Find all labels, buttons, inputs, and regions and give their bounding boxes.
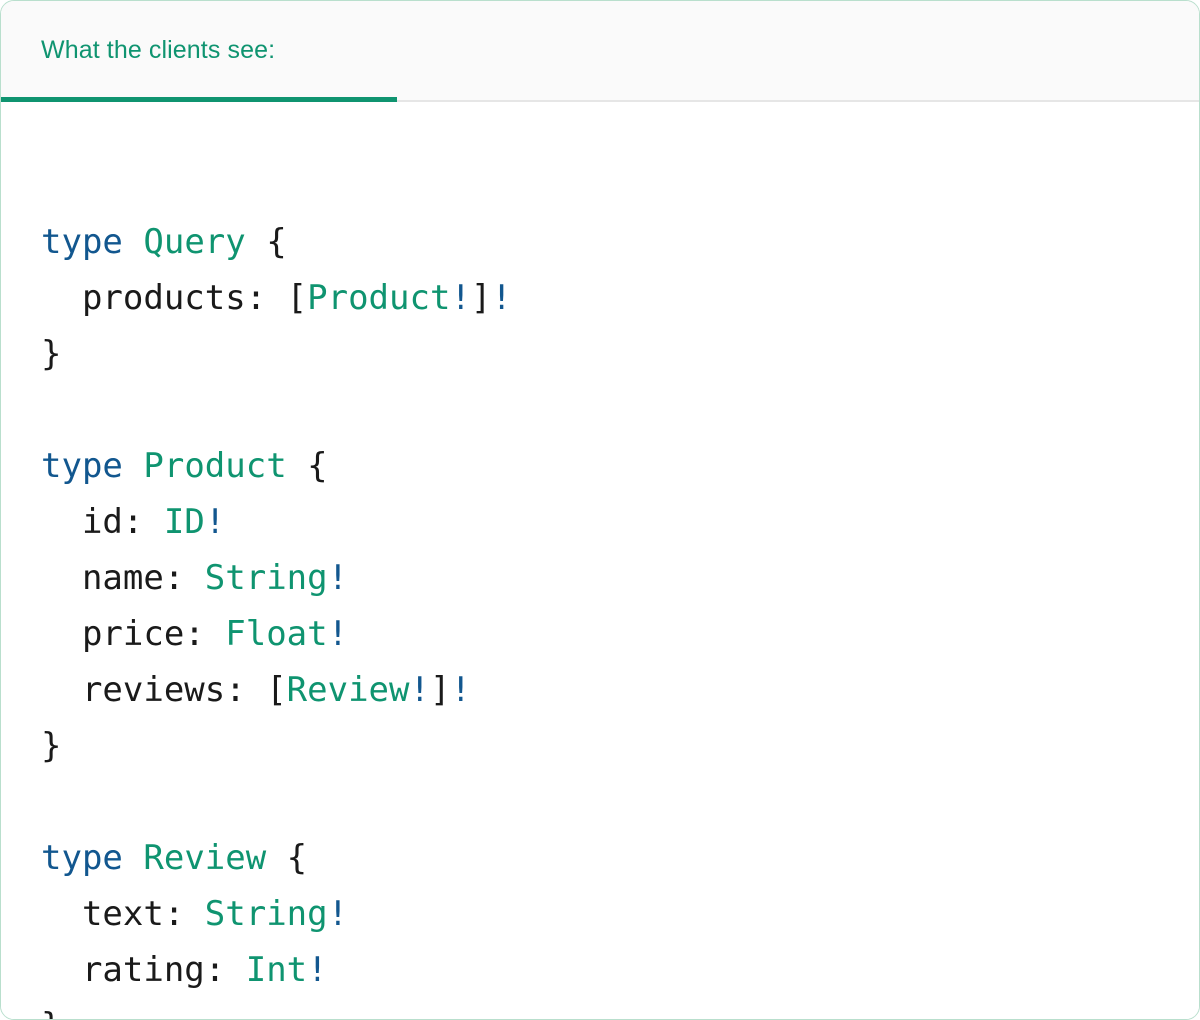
code-token-punc: [143, 502, 163, 542]
code-token-bang: !: [450, 278, 471, 318]
code-token-field: rating:: [81, 950, 226, 990]
code-token-punc: }: [41, 334, 62, 374]
code-token-bang: !: [491, 278, 512, 318]
code-token-punc: }: [41, 1006, 61, 1019]
code-token-bang: !: [327, 894, 349, 934]
code-token-punc: ]: [470, 278, 492, 318]
code-token-punc: [: [266, 278, 308, 318]
code-token-field: text:: [81, 894, 185, 934]
code-token-type: Int: [245, 950, 308, 990]
code-line: }: [41, 718, 1199, 774]
code-line: type Product {: [41, 438, 1199, 494]
code-token-bang: !: [307, 950, 328, 990]
code-line: price: Float!: [41, 606, 1199, 662]
code-token-type: Float: [225, 614, 328, 654]
code-token-punc: [225, 950, 245, 990]
code-indent: [41, 894, 82, 934]
tab-strip: What the clients see:: [1, 1, 1199, 102]
code-token-field: id:: [81, 502, 144, 542]
code-token-punc: ]: [429, 670, 451, 710]
code-line: }: [41, 326, 1199, 382]
code-token-punc: [184, 894, 204, 934]
code-token-punc: [123, 838, 143, 878]
tab-what-the-clients-see[interactable]: What the clients see:: [1, 1, 397, 100]
code-indent: [41, 950, 82, 990]
code-token-field: products:: [81, 278, 267, 318]
code-token-punc: [123, 222, 143, 262]
code-token-type: ID: [163, 502, 205, 542]
code-token-field: price:: [81, 614, 205, 654]
code-line: type Query {: [41, 214, 1199, 270]
code-line: [41, 382, 1199, 438]
code-indent: [41, 502, 82, 542]
code-token-type: String: [204, 558, 328, 598]
code-indent: [41, 278, 82, 318]
graphql-schema-code: type Query { products: [Product!]!} type…: [41, 214, 1199, 1019]
code-line: type Review {: [41, 830, 1199, 886]
code-token-type: Query: [143, 222, 246, 262]
code-line: reviews: [Review!]!: [41, 662, 1199, 718]
code-token-bang: !: [327, 558, 349, 598]
code-indent: [41, 670, 82, 710]
code-token-type: Product: [307, 278, 451, 318]
code-line: products: [Product!]!: [41, 270, 1199, 326]
code-token-kw: type: [41, 446, 123, 486]
code-token-type: String: [204, 894, 328, 934]
active-tab-underline: [1, 97, 397, 102]
code-token-punc: }: [41, 726, 62, 766]
code-token-kw: type: [41, 838, 123, 878]
code-pane: type Query { products: [Product!]!} type…: [1, 102, 1199, 1019]
code-token-punc: {: [266, 838, 308, 878]
code-line: text: String!: [41, 886, 1199, 942]
code-token-field: name:: [81, 558, 185, 598]
code-token-type: Review: [143, 838, 267, 878]
code-line: rating: Int!: [41, 942, 1199, 998]
code-token-field: reviews:: [81, 670, 246, 710]
code-token-punc: [184, 558, 204, 598]
code-line: }: [41, 998, 1199, 1019]
code-token-type: Review: [286, 670, 410, 710]
code-line: id: ID!: [41, 494, 1199, 550]
code-token-punc: {: [286, 446, 328, 486]
code-line: [41, 774, 1199, 830]
code-indent: [41, 614, 82, 654]
code-token-punc: [: [245, 670, 287, 710]
tab-label: What the clients see:: [41, 36, 276, 64]
code-token-punc: [123, 446, 143, 486]
code-line: name: String!: [41, 550, 1199, 606]
code-token-kw: type: [41, 222, 123, 262]
code-token-bang: !: [409, 670, 430, 710]
code-token-bang: !: [204, 502, 226, 542]
code-token-punc: {: [245, 222, 287, 262]
code-token-punc: [205, 614, 225, 654]
code-token-bang: !: [327, 614, 349, 654]
code-indent: [41, 558, 82, 598]
code-token-type: Product: [143, 446, 287, 486]
code-token-bang: !: [450, 670, 471, 710]
